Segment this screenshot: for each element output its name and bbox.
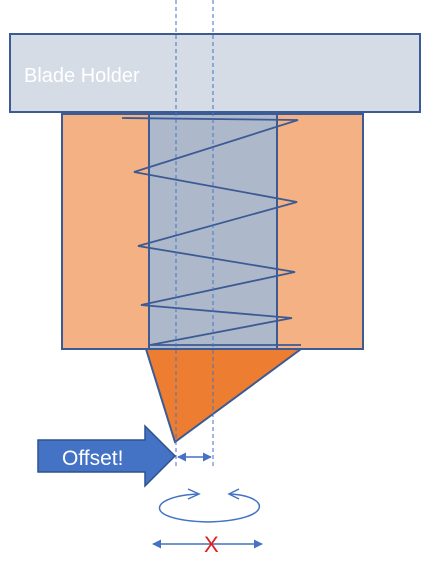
rotation-arrows-icon <box>158 488 260 523</box>
x-mark-label: X <box>204 532 219 557</box>
blade-holder-bar <box>9 33 421 113</box>
blade-tip <box>144 348 305 444</box>
offset-arrow-icon <box>37 424 177 488</box>
spring-coil-icon <box>121 117 301 346</box>
offset-label: Offset! <box>62 447 123 470</box>
blade-holder-label: Blade Holder <box>24 65 140 87</box>
